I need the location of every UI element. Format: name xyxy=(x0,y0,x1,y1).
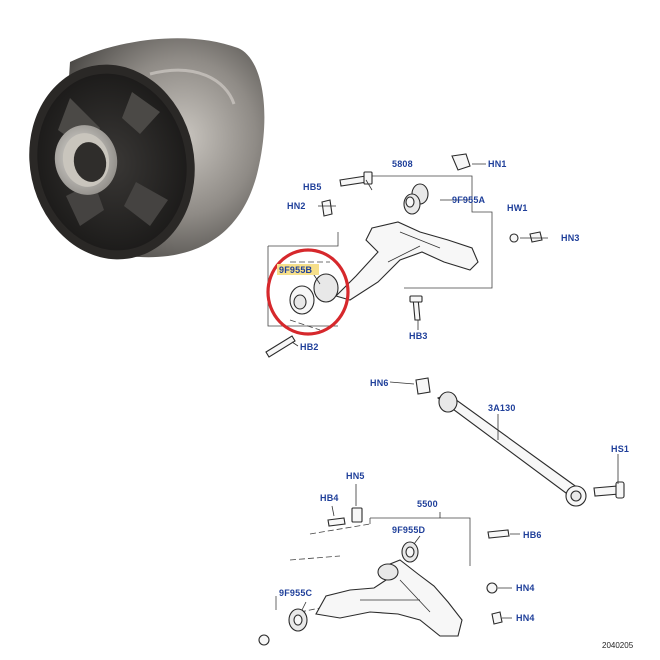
nut-hn4-a xyxy=(486,582,498,594)
label-hn2: HN2 xyxy=(287,201,306,211)
label-hn6: HN6 xyxy=(370,378,389,388)
label-9f955d: 9F955D xyxy=(392,525,426,535)
label-3a130: 3A130 xyxy=(488,403,516,413)
label-hn1: HN1 xyxy=(488,159,507,169)
label-hb6: HB6 xyxy=(523,530,542,540)
nut-hn4-b xyxy=(491,611,503,625)
outline-5500 xyxy=(275,517,471,610)
highlight-circle xyxy=(266,248,350,336)
label-5808: 5808 xyxy=(392,159,413,169)
bolt-hb5 xyxy=(339,175,368,187)
nut-hn6 xyxy=(415,377,431,395)
bush-photo xyxy=(29,38,265,260)
label-hb2: HB2 xyxy=(300,342,319,352)
label-hb4: HB4 xyxy=(320,493,339,503)
label-hn4-b: HN4 xyxy=(516,613,535,623)
label-9f955b-highlight xyxy=(277,264,319,275)
label-hn4-a: HN4 xyxy=(516,583,535,593)
label-5500: 5500 xyxy=(417,499,438,509)
figure-code: 2040205 xyxy=(602,641,634,650)
bolt-hb4 xyxy=(327,517,346,527)
callout-labels: HN1 5808 HB5 9F955A HN2 HW1 HN3 9F955B H… xyxy=(277,159,634,650)
nut-hn1 xyxy=(451,153,471,171)
bolt-hb2 xyxy=(265,335,296,358)
upper-arm xyxy=(334,221,479,301)
label-hw1: HW1 xyxy=(507,203,528,213)
nut-hn3 xyxy=(529,231,543,243)
label-hb5: HB5 xyxy=(303,182,322,192)
label-9f955b: 9F955B xyxy=(279,265,313,275)
label-9f955a: 9F955A xyxy=(452,195,486,205)
upper-arm-assembly xyxy=(265,153,548,358)
nut-hn5 xyxy=(351,507,363,523)
label-hb3: HB3 xyxy=(409,331,428,341)
clip-hn2 xyxy=(321,199,333,217)
bush-9f955b-a xyxy=(313,273,339,303)
label-9f955c: 9F955C xyxy=(279,588,313,598)
rod-end-inner xyxy=(438,391,458,413)
bolt-hs1 xyxy=(593,485,620,497)
label-hn3: HN3 xyxy=(561,233,580,243)
nut-lower-left xyxy=(258,634,270,646)
lower-arm xyxy=(315,559,463,637)
label-hs1: HS1 xyxy=(611,444,629,454)
lower-arm-eye xyxy=(377,563,399,581)
tie-rod-assembly xyxy=(389,377,625,507)
washer-hw1 xyxy=(509,233,519,243)
label-hn5: HN5 xyxy=(346,471,365,481)
outline-9f955b xyxy=(267,232,339,327)
lower-arm-assembly xyxy=(258,484,520,646)
bolt-hb6 xyxy=(487,529,510,539)
